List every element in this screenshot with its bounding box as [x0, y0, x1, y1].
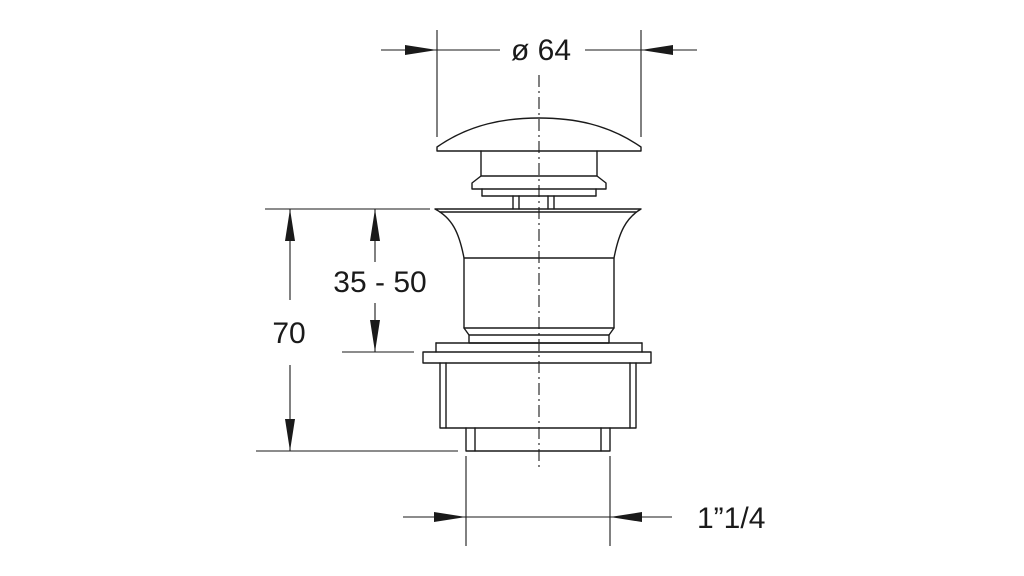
- total-height-label: 70: [272, 317, 305, 350]
- dome-cap: [436, 117, 642, 152]
- stem: [512, 195, 555, 210]
- body-tube: [463, 257, 615, 329]
- lower-body: [439, 362, 637, 429]
- dim-adjust-range: 35 - 50: [333, 209, 427, 353]
- dim-total-height: 70: [256, 208, 458, 452]
- lock-nut: [422, 351, 652, 364]
- thread-tail: [465, 427, 611, 452]
- dim-cap-diameter: ø 64: [381, 30, 697, 137]
- flange: [434, 208, 642, 259]
- dim-thread: 1”1/4: [403, 456, 765, 546]
- thread-label: 1”1/4: [697, 502, 765, 535]
- valve-body: [422, 117, 652, 452]
- cap-collar: [471, 175, 607, 190]
- cap-skirt: [480, 150, 598, 177]
- cap-diameter-label: ø 64: [511, 34, 571, 67]
- adjust-range-label: 35 - 50: [333, 266, 426, 299]
